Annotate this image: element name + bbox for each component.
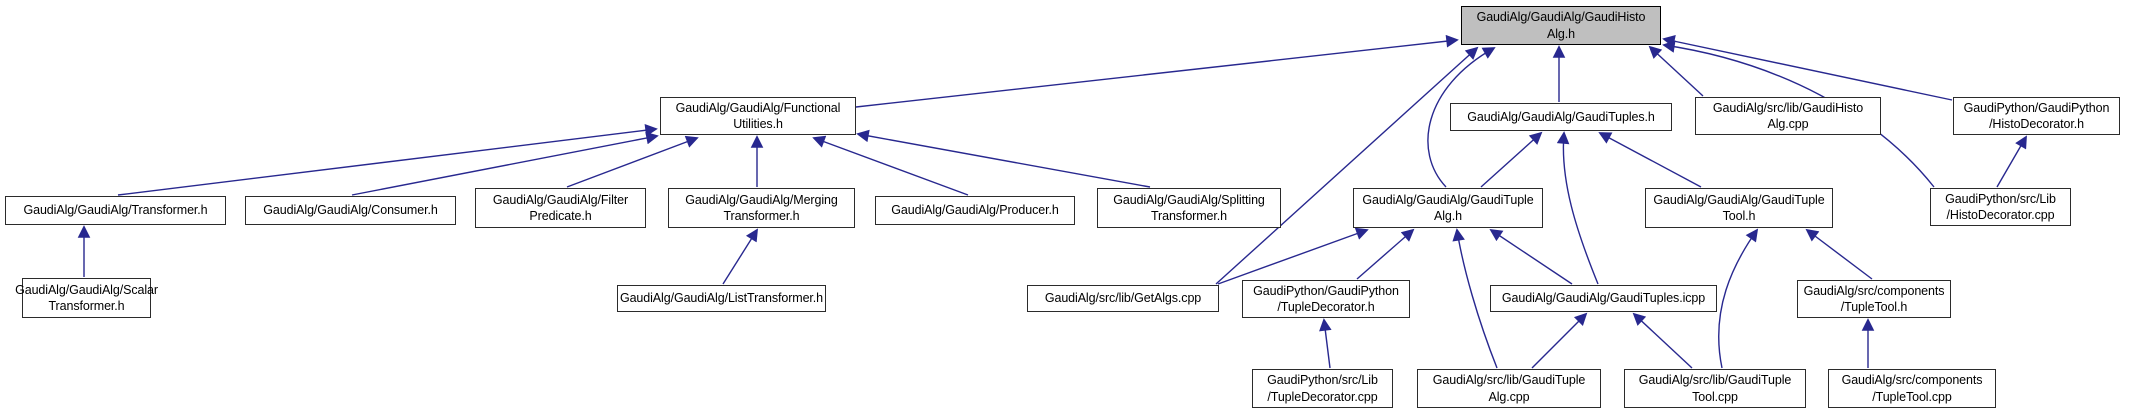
edge-gaudituples-icpp-to-gaudituples-h bbox=[1556, 131, 1599, 285]
node-filterpredicate-h[interactable]: GaudiAlg/GaudiAlg/Filter Predicate.h bbox=[475, 188, 646, 228]
edge-tupledecorator-cpp-to-tupledecorator-h bbox=[1319, 318, 1332, 369]
edge-getalgs-cpp-to-gaudihistoalg-h bbox=[1215, 46, 1479, 285]
edge-histodecorator-cpp-to-histodecorator-h bbox=[1996, 135, 2027, 188]
node-functionalutilities-h[interactable]: GaudiAlg/GaudiAlg/Functional Utilities.h bbox=[660, 97, 856, 135]
edge-filterpredicate-h-to-functionalutilities-h bbox=[566, 135, 699, 188]
edge-listtransformer-h-to-mergingtransformer-h bbox=[722, 228, 759, 285]
edge-gauditupletool-h-to-gaudituples-h bbox=[1598, 132, 1702, 188]
node-splittingtransformer-h[interactable]: GaudiAlg/GaudiAlg/Splitting Transformer.… bbox=[1097, 188, 1281, 228]
node-producer-h[interactable]: GaudiAlg/GaudiAlg/Producer.h bbox=[875, 196, 1075, 225]
node-histodecorator-h[interactable]: GaudiPython/GaudiPython /HistoDecorator.… bbox=[1953, 97, 2120, 135]
edge-gauditupletool-cpp-to-gaudituples-icpp bbox=[1632, 312, 1693, 369]
node-gaudituples-icpp[interactable]: GaudiAlg/GaudiAlg/GaudiTuples.icpp bbox=[1490, 285, 1717, 312]
edge-gauditupletool-cpp-to-gauditupletool-h bbox=[1718, 228, 1759, 369]
edge-gaudihistoalg-cpp-to-gaudihistoalg-h bbox=[1648, 45, 1704, 97]
edge-histodecorator-cpp-to-gaudihistoalg-h bbox=[1662, 40, 1935, 188]
node-getalgs-cpp[interactable]: GaudiAlg/src/lib/GetAlgs.cpp bbox=[1027, 285, 1219, 312]
node-tupledecorator-h[interactable]: GaudiPython/GaudiPython /TupleDecorator.… bbox=[1242, 280, 1410, 318]
edge-producer-h-to-functionalutilities-h bbox=[812, 135, 969, 196]
edge-getalgs-cpp-to-gaudituplealg-h bbox=[1217, 227, 1369, 285]
node-gaudihistoalg-h: GaudiAlg/GaudiAlg/GaudiHisto Alg.h bbox=[1461, 6, 1661, 45]
edge-gaudituplealg-cpp-to-gaudituplealg-h bbox=[1452, 228, 1498, 369]
edge-consumer-h-to-functionalutilities-h bbox=[351, 131, 659, 196]
node-gaudihistoalg-cpp[interactable]: GaudiAlg/src/lib/GaudiHisto Alg.cpp bbox=[1695, 97, 1881, 135]
node-mergingtransformer-h[interactable]: GaudiAlg/GaudiAlg/Merging Transformer.h bbox=[668, 188, 855, 228]
edge-functionalutilities-h-to-gaudihistoalg-h bbox=[855, 34, 1459, 108]
edge-transformer-h-to-functionalutilities-h bbox=[117, 124, 658, 196]
node-transformer-h[interactable]: GaudiAlg/GaudiAlg/Transformer.h bbox=[5, 196, 226, 225]
node-gauditupletool-h[interactable]: GaudiAlg/GaudiAlg/GaudiTuple Tool.h bbox=[1645, 188, 1833, 228]
edge-gaudituplealg-h-to-gaudihistoalg-h bbox=[1427, 47, 1496, 188]
edge-gaudituplealg-h-to-gaudituples-h bbox=[1480, 131, 1543, 188]
node-consumer-h[interactable]: GaudiAlg/GaudiAlg/Consumer.h bbox=[245, 196, 456, 225]
edge-gaudituplealg-cpp-to-gaudituples-icpp bbox=[1531, 312, 1588, 369]
node-tupledecorator-cpp[interactable]: GaudiPython/src/Lib /TupleDecorator.cpp bbox=[1252, 369, 1393, 408]
node-gaudituplealg-cpp[interactable]: GaudiAlg/src/lib/GaudiTuple Alg.cpp bbox=[1417, 369, 1601, 408]
edge-gaudituples-icpp-to-gaudituplealg-h bbox=[1489, 228, 1573, 285]
edge-histodecorator-h-to-gaudihistoalg-h bbox=[1662, 35, 1953, 101]
node-listtransformer-h[interactable]: GaudiAlg/GaudiAlg/ListTransformer.h bbox=[617, 285, 826, 312]
node-gaudituples-h[interactable]: GaudiAlg/GaudiAlg/GaudiTuples.h bbox=[1450, 103, 1672, 131]
node-components-tupletool-cpp[interactable]: GaudiAlg/src/components /TupleTool.cpp bbox=[1828, 369, 1996, 408]
edge-tupledecorator-h-to-gaudituplealg-h bbox=[1356, 228, 1415, 280]
node-histodecorator-cpp[interactable]: GaudiPython/src/Lib /HistoDecorator.cpp bbox=[1930, 188, 2071, 226]
node-gaudituplealg-h[interactable]: GaudiAlg/GaudiAlg/GaudiTuple Alg.h bbox=[1353, 188, 1543, 228]
node-components-tupletool-h[interactable]: GaudiAlg/src/components /TupleTool.h bbox=[1797, 280, 1951, 318]
node-gauditupletool-cpp[interactable]: GaudiAlg/src/lib/GaudiTuple Tool.cpp bbox=[1624, 369, 1806, 408]
node-scalartransformer-h[interactable]: GaudiAlg/GaudiAlg/Scalar Transformer.h bbox=[15, 278, 158, 318]
edge-splittingtransformer-h-to-functionalutilities-h bbox=[856, 129, 1151, 188]
edge-components-tupletool-h-to-gauditupletool-h bbox=[1805, 228, 1873, 280]
